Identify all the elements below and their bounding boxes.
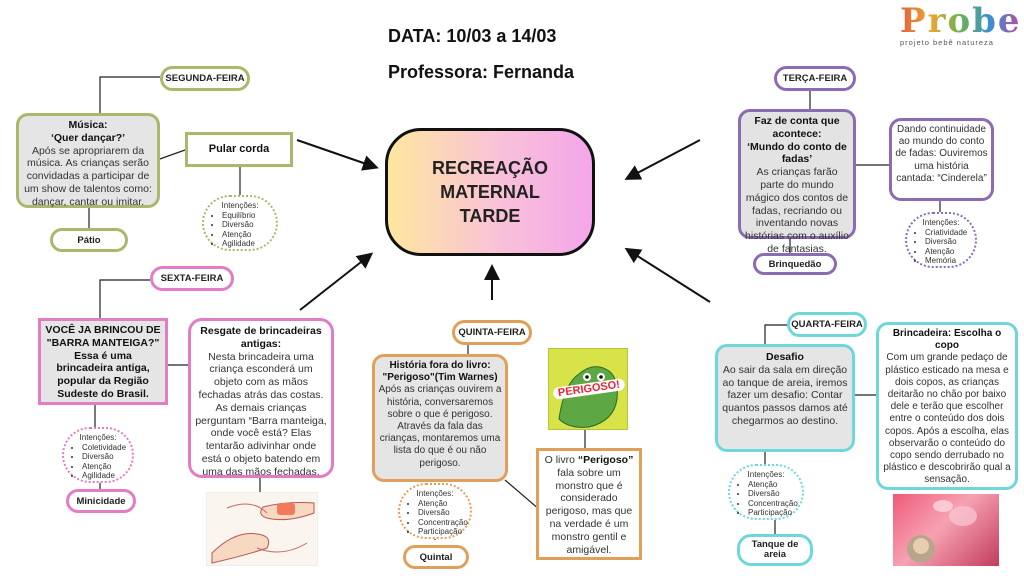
thursday-intention-item: Participação xyxy=(418,527,464,536)
wednesday-photo xyxy=(893,494,999,566)
thursday-place-label: Quintal xyxy=(403,545,469,569)
wednesday-intention-item: Atenção xyxy=(748,480,796,489)
monday-activity-box: Música: ‘Quer dançar?’ Após se apropriar… xyxy=(16,113,160,208)
tuesday-intentions-title: Intenções: xyxy=(922,218,960,227)
arrow-wednesday xyxy=(624,247,711,303)
tuesday-activity-title: Faz de conta que acontece: xyxy=(754,115,840,140)
friday-intention-item: Diversão xyxy=(82,452,126,461)
center-title: RECREAÇÃO MATERNAL TARDE xyxy=(431,157,548,227)
tuesday-intention-item: Memória xyxy=(925,256,969,265)
perigoso-book-cover: PERIGOSO! xyxy=(548,348,628,430)
tuesday-day-label: TERÇA-FEIRA xyxy=(774,66,856,91)
thursday-day-label: QUINTA-FEIRA xyxy=(452,320,532,345)
friday-activity-title: VOCÊ JA BRINCOU DE "BARRA MANTEIGA?" xyxy=(45,324,161,349)
friday-activity-text: Essa é uma brincadeira antiga, popular d… xyxy=(56,349,150,400)
friday-day-label: SEXTA-FEIRA xyxy=(150,266,234,291)
book-title: “Perigoso” xyxy=(577,454,634,466)
wednesday-activity-text: Ao sair da sala em direção ao tanque de … xyxy=(722,363,848,427)
monday-intention-item: Atenção xyxy=(222,230,270,239)
logo-name: Proben xyxy=(900,1,1024,41)
tuesday-intention-item: Atenção xyxy=(925,247,969,256)
monday-extra-box: Pular corda xyxy=(185,132,293,167)
friday-place-label: Minicidade xyxy=(66,489,136,513)
logo-tagline: projeto bebê natureza xyxy=(900,38,994,47)
tuesday-intentions: Intenções: Criatividade Diversão Atenção… xyxy=(905,212,977,268)
friday-intentions-title: Intenções: xyxy=(79,433,117,442)
monday-activity-title: Música: xyxy=(68,119,108,131)
date-heading: DATA: 10/03 a 14/03 xyxy=(388,26,557,46)
thursday-intentions-title: Intenções: xyxy=(416,489,454,498)
monday-intention-item: Agilidade xyxy=(222,239,270,248)
arrow-tuesday xyxy=(624,139,701,180)
thursday-intentions: Intenções: Atenção Diversão Concentração… xyxy=(398,483,472,539)
friday-extra-text: Nesta brincadeira uma criança esconderá … xyxy=(195,350,327,478)
wednesday-intention-item: Participação xyxy=(748,508,796,517)
wednesday-place-label: Tanque de areia xyxy=(737,534,813,566)
thursday-activity-box: História fora do livro: "Perigoso"(Tim W… xyxy=(372,354,508,482)
tuesday-extra-box: Dando continuidade ao mundo do conto de … xyxy=(889,118,994,201)
monday-intention-item: Diversão xyxy=(222,220,270,229)
monday-intentions-title: Intenções: xyxy=(221,201,259,210)
proben-logo: Proben projeto bebê natureza xyxy=(900,1,1024,54)
tuesday-place-label: Brinquedão xyxy=(753,253,837,275)
monday-day-line xyxy=(99,76,160,113)
wednesday-intentions-title: Intenções: xyxy=(747,470,785,479)
tuesday-activity-text: As crianças farão parte do mundo mágico … xyxy=(745,166,849,255)
friday-activity-box: VOCÊ JA BRINCOU DE "BARRA MANTEIGA?" Ess… xyxy=(38,318,168,405)
thursday-book-line xyxy=(504,479,541,511)
tuesday-intention-item: Criatividade xyxy=(925,228,969,237)
thursday-activity-title: História fora do livro: "Perigoso"(Tim W… xyxy=(382,360,498,384)
tuesday-activity-subtitle: ‘Mundo do conto de fadas’ xyxy=(747,140,847,166)
monday-day-label: SEGUNDA-FEIRA xyxy=(160,66,250,91)
arrow-friday xyxy=(299,252,374,311)
monday-activity-text: Após se apropriarem da música. As crianç… xyxy=(24,144,152,208)
cup-photo-drawing xyxy=(907,500,977,563)
friday-intention-item: Atenção xyxy=(82,462,126,471)
tuesday-activity-box: Faz de conta que acontece: ‘Mundo do con… xyxy=(738,109,856,255)
tuesday-intention-item: Diversão xyxy=(925,237,969,246)
wednesday-intentions: Intenções: Atenção Diversão Concentração… xyxy=(728,464,804,520)
wednesday-activity-title: Desafio xyxy=(766,351,804,363)
friday-extra-box: Resgate de brincadeiras antigas: Nesta b… xyxy=(188,318,334,478)
wednesday-extra-box: Brincadeira: Escolha o copo Com um grand… xyxy=(876,322,1018,490)
wednesday-extra-title: Brincadeira: Escolha o copo xyxy=(892,328,1002,352)
friday-day-line xyxy=(99,279,150,320)
center-node: RECREAÇÃO MATERNAL TARDE xyxy=(385,128,595,256)
thursday-book-box: O livro “Perigoso” fala sobre um monstro… xyxy=(536,448,642,560)
book-pre: O livro xyxy=(544,454,575,466)
monday-activity-subtitle: ‘Quer dançar?’ xyxy=(50,131,126,144)
monday-extra-line xyxy=(156,149,186,161)
monday-place-label: Pátio xyxy=(50,228,128,252)
thursday-activity-text: Após as crianças ouvirem a história, con… xyxy=(378,384,502,469)
wednesday-day-line xyxy=(764,324,790,345)
friday-extra-title: Resgate de brincadeiras antigas: xyxy=(200,325,322,350)
monday-intention-item: Equilíbrio xyxy=(222,211,270,220)
book-text: fala sobre um monstro que é considerado … xyxy=(545,466,633,556)
friday-intention-item: Agilidade xyxy=(82,471,126,480)
wednesday-intention-item: Concentração xyxy=(748,499,798,508)
friday-intentions: Intenções: Coletividade Diversão Atenção… xyxy=(62,427,134,483)
wednesday-day-label: QUARTA-FEIRA xyxy=(787,312,867,337)
wednesday-activity-box: Desafio Ao sair da sala em direção ao ta… xyxy=(715,344,855,452)
wednesday-intention-item: Diversão xyxy=(748,489,796,498)
thursday-intention-item: Diversão xyxy=(418,508,464,517)
friday-hands-illustration xyxy=(206,492,318,566)
teacher-heading: Professora: Fernanda xyxy=(388,62,575,82)
hands-drawing xyxy=(211,502,315,564)
thursday-intention-item: Concentração xyxy=(418,518,468,527)
monday-intentions: Intenções: Equilíbrio Diversão Atenção A… xyxy=(202,195,278,251)
thursday-intention-item: Atenção xyxy=(418,499,464,508)
arrow-monday xyxy=(296,139,379,171)
wednesday-extra-text: Com um grande pedaço de plástico esticad… xyxy=(883,352,1011,486)
friday-intention-item: Coletividade xyxy=(82,443,126,452)
